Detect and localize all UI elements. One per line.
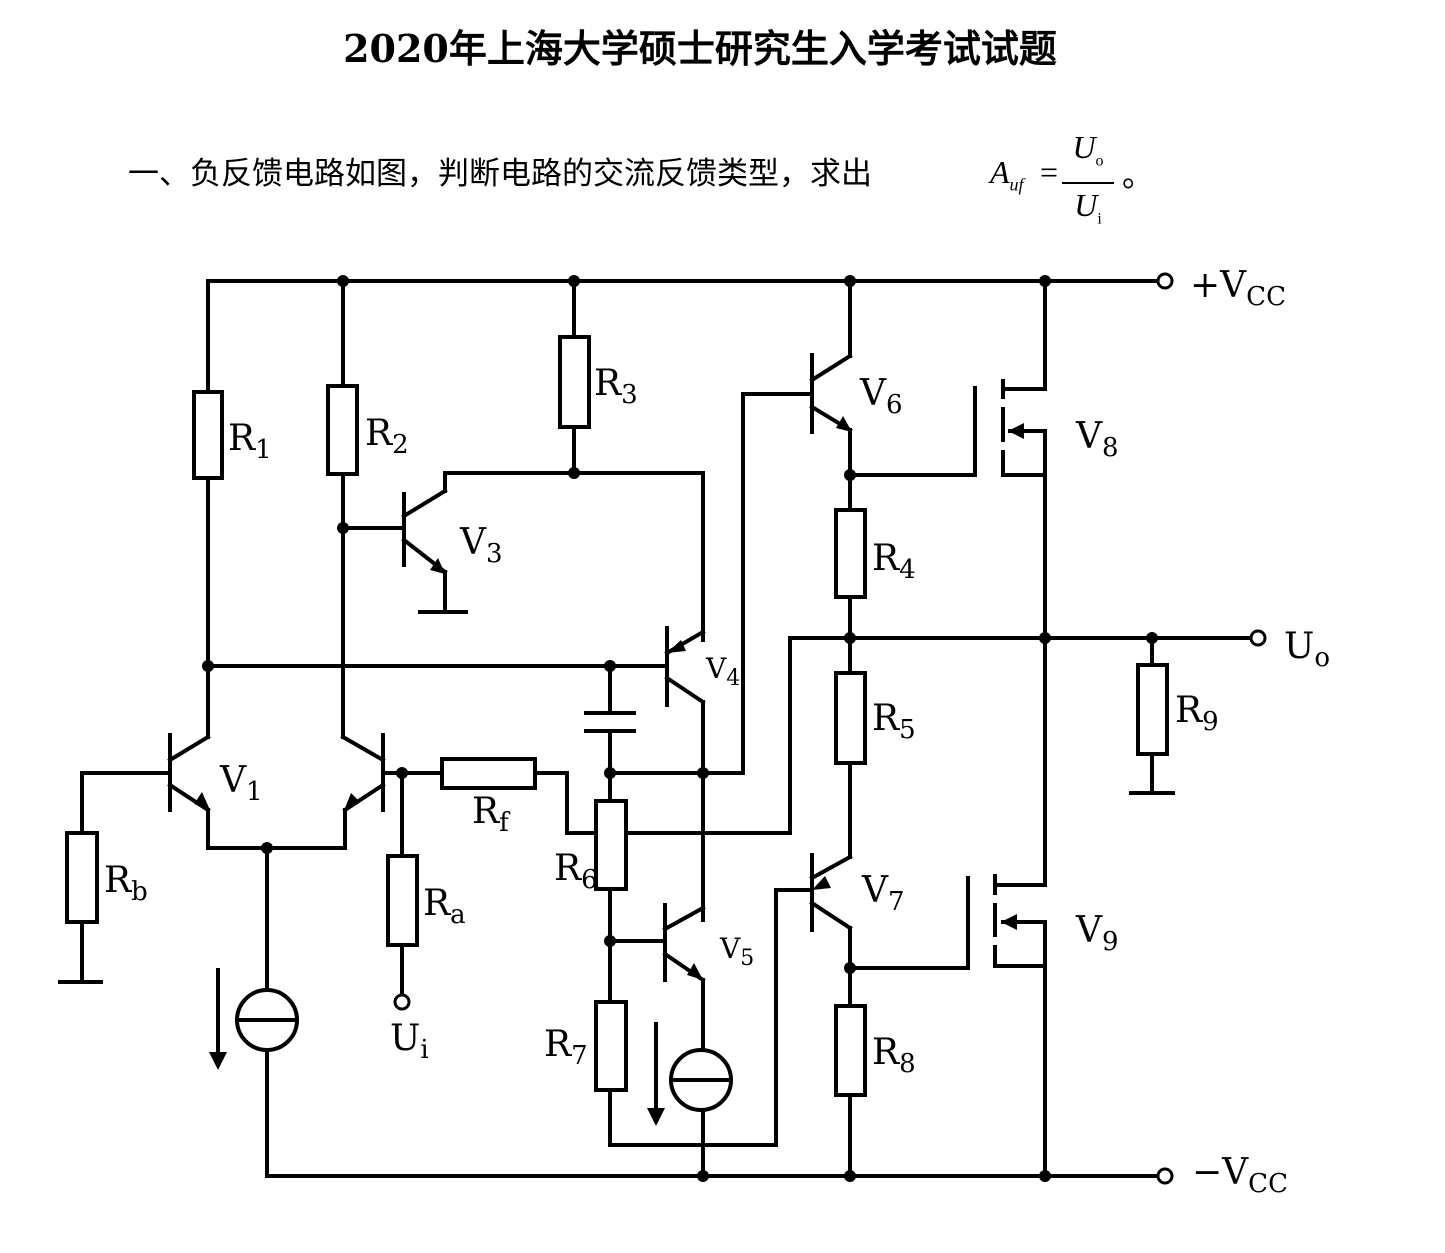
formula-numerator: Uo xyxy=(1072,129,1104,170)
arrow-icon-v6 xyxy=(836,416,852,432)
label-r8: R8 xyxy=(872,1032,916,1079)
page-title: 2020年上海大学硕士研究生入学考试试题 xyxy=(343,26,1057,71)
terminal-vcc-neg xyxy=(1156,1167,1174,1185)
terminal-output xyxy=(1249,629,1267,647)
label-r5: R5 xyxy=(872,698,916,745)
arrow-down-icon xyxy=(209,1052,227,1070)
arrow-down-icon xyxy=(647,1108,665,1126)
fraction-bar xyxy=(1062,182,1114,185)
label-v6: V6 xyxy=(859,373,903,420)
label-r7: R7 xyxy=(544,1024,588,1071)
junction-dots xyxy=(202,275,1158,1182)
label-rb: Rb xyxy=(104,860,148,907)
label-ra: Ra xyxy=(423,883,466,930)
arrow-icon-v1 xyxy=(194,792,210,810)
question-text: 一、负反馈电路如图，判断电路的交流反馈类型，求出 xyxy=(128,156,872,192)
arrow-icon-v5 xyxy=(687,963,703,980)
terminals xyxy=(393,272,1267,1185)
resistor-r9 xyxy=(1136,663,1169,756)
resistor-r3 xyxy=(558,335,591,429)
resistor-r1 xyxy=(192,390,224,480)
terminal-vcc-pos xyxy=(1156,272,1174,290)
arrow-icon-v4 xyxy=(667,640,686,653)
arrow-icon-v8 xyxy=(1008,423,1024,439)
arrow-icon-v7 xyxy=(812,876,831,890)
label-vcc-neg: −VCC xyxy=(1192,1152,1288,1199)
arrow-icon-v3 xyxy=(430,558,445,574)
current-sources xyxy=(216,968,733,1118)
label-output: Uo xyxy=(1284,626,1330,673)
resistor-rb xyxy=(65,831,99,924)
label-r1: R1 xyxy=(228,418,272,465)
label-r9: R9 xyxy=(1175,690,1219,737)
label-vcc-pos: +VCC xyxy=(1190,265,1286,312)
resistor-r4 xyxy=(834,508,867,599)
label-v7: V7 xyxy=(861,870,905,917)
circuit-wires xyxy=(58,279,1260,1178)
label-v4: V4 xyxy=(705,652,740,691)
label-input: Ui xyxy=(390,1018,429,1065)
label-v3: V3 xyxy=(459,522,503,569)
resistor-rf xyxy=(440,757,537,790)
resistor-r2 xyxy=(326,384,359,476)
resistor-r5 xyxy=(834,671,867,765)
resistor-r6 xyxy=(594,799,628,891)
label-r3: R3 xyxy=(594,363,638,410)
resistor-r7 xyxy=(594,1000,628,1092)
label-v9: V9 xyxy=(1075,910,1119,957)
terminal-input xyxy=(393,993,411,1011)
label-r6: R6 xyxy=(554,848,598,895)
formula-equals: = xyxy=(1040,154,1059,190)
formula-denominator: Ui xyxy=(1074,187,1102,228)
label-v1: V1 xyxy=(219,760,263,807)
label-v5: V5 xyxy=(719,932,754,971)
current-direction-arrows xyxy=(209,1052,665,1126)
label-rf: Rf xyxy=(472,791,511,838)
emitter-arrows xyxy=(194,416,1024,980)
component-labels: R1 R2 R3 R4 R5 R6 R7 R8 R9 Ra Rb Rf V1 V… xyxy=(104,265,1330,1199)
formula-period: 。 xyxy=(1122,156,1155,194)
resistor-r8 xyxy=(834,1004,867,1097)
resistor-ra xyxy=(386,854,419,947)
label-v8: V8 xyxy=(1075,416,1119,463)
resistor-bodies xyxy=(65,335,1169,1097)
arrow-icon-v2 xyxy=(345,793,360,808)
arrow-icon-v9 xyxy=(1001,914,1017,930)
label-r4: R4 xyxy=(872,538,916,585)
label-r2: R2 xyxy=(365,413,409,460)
formula-lhs: Auf xyxy=(990,154,1024,195)
formula-fraction: Uo Ui xyxy=(1062,128,1114,239)
